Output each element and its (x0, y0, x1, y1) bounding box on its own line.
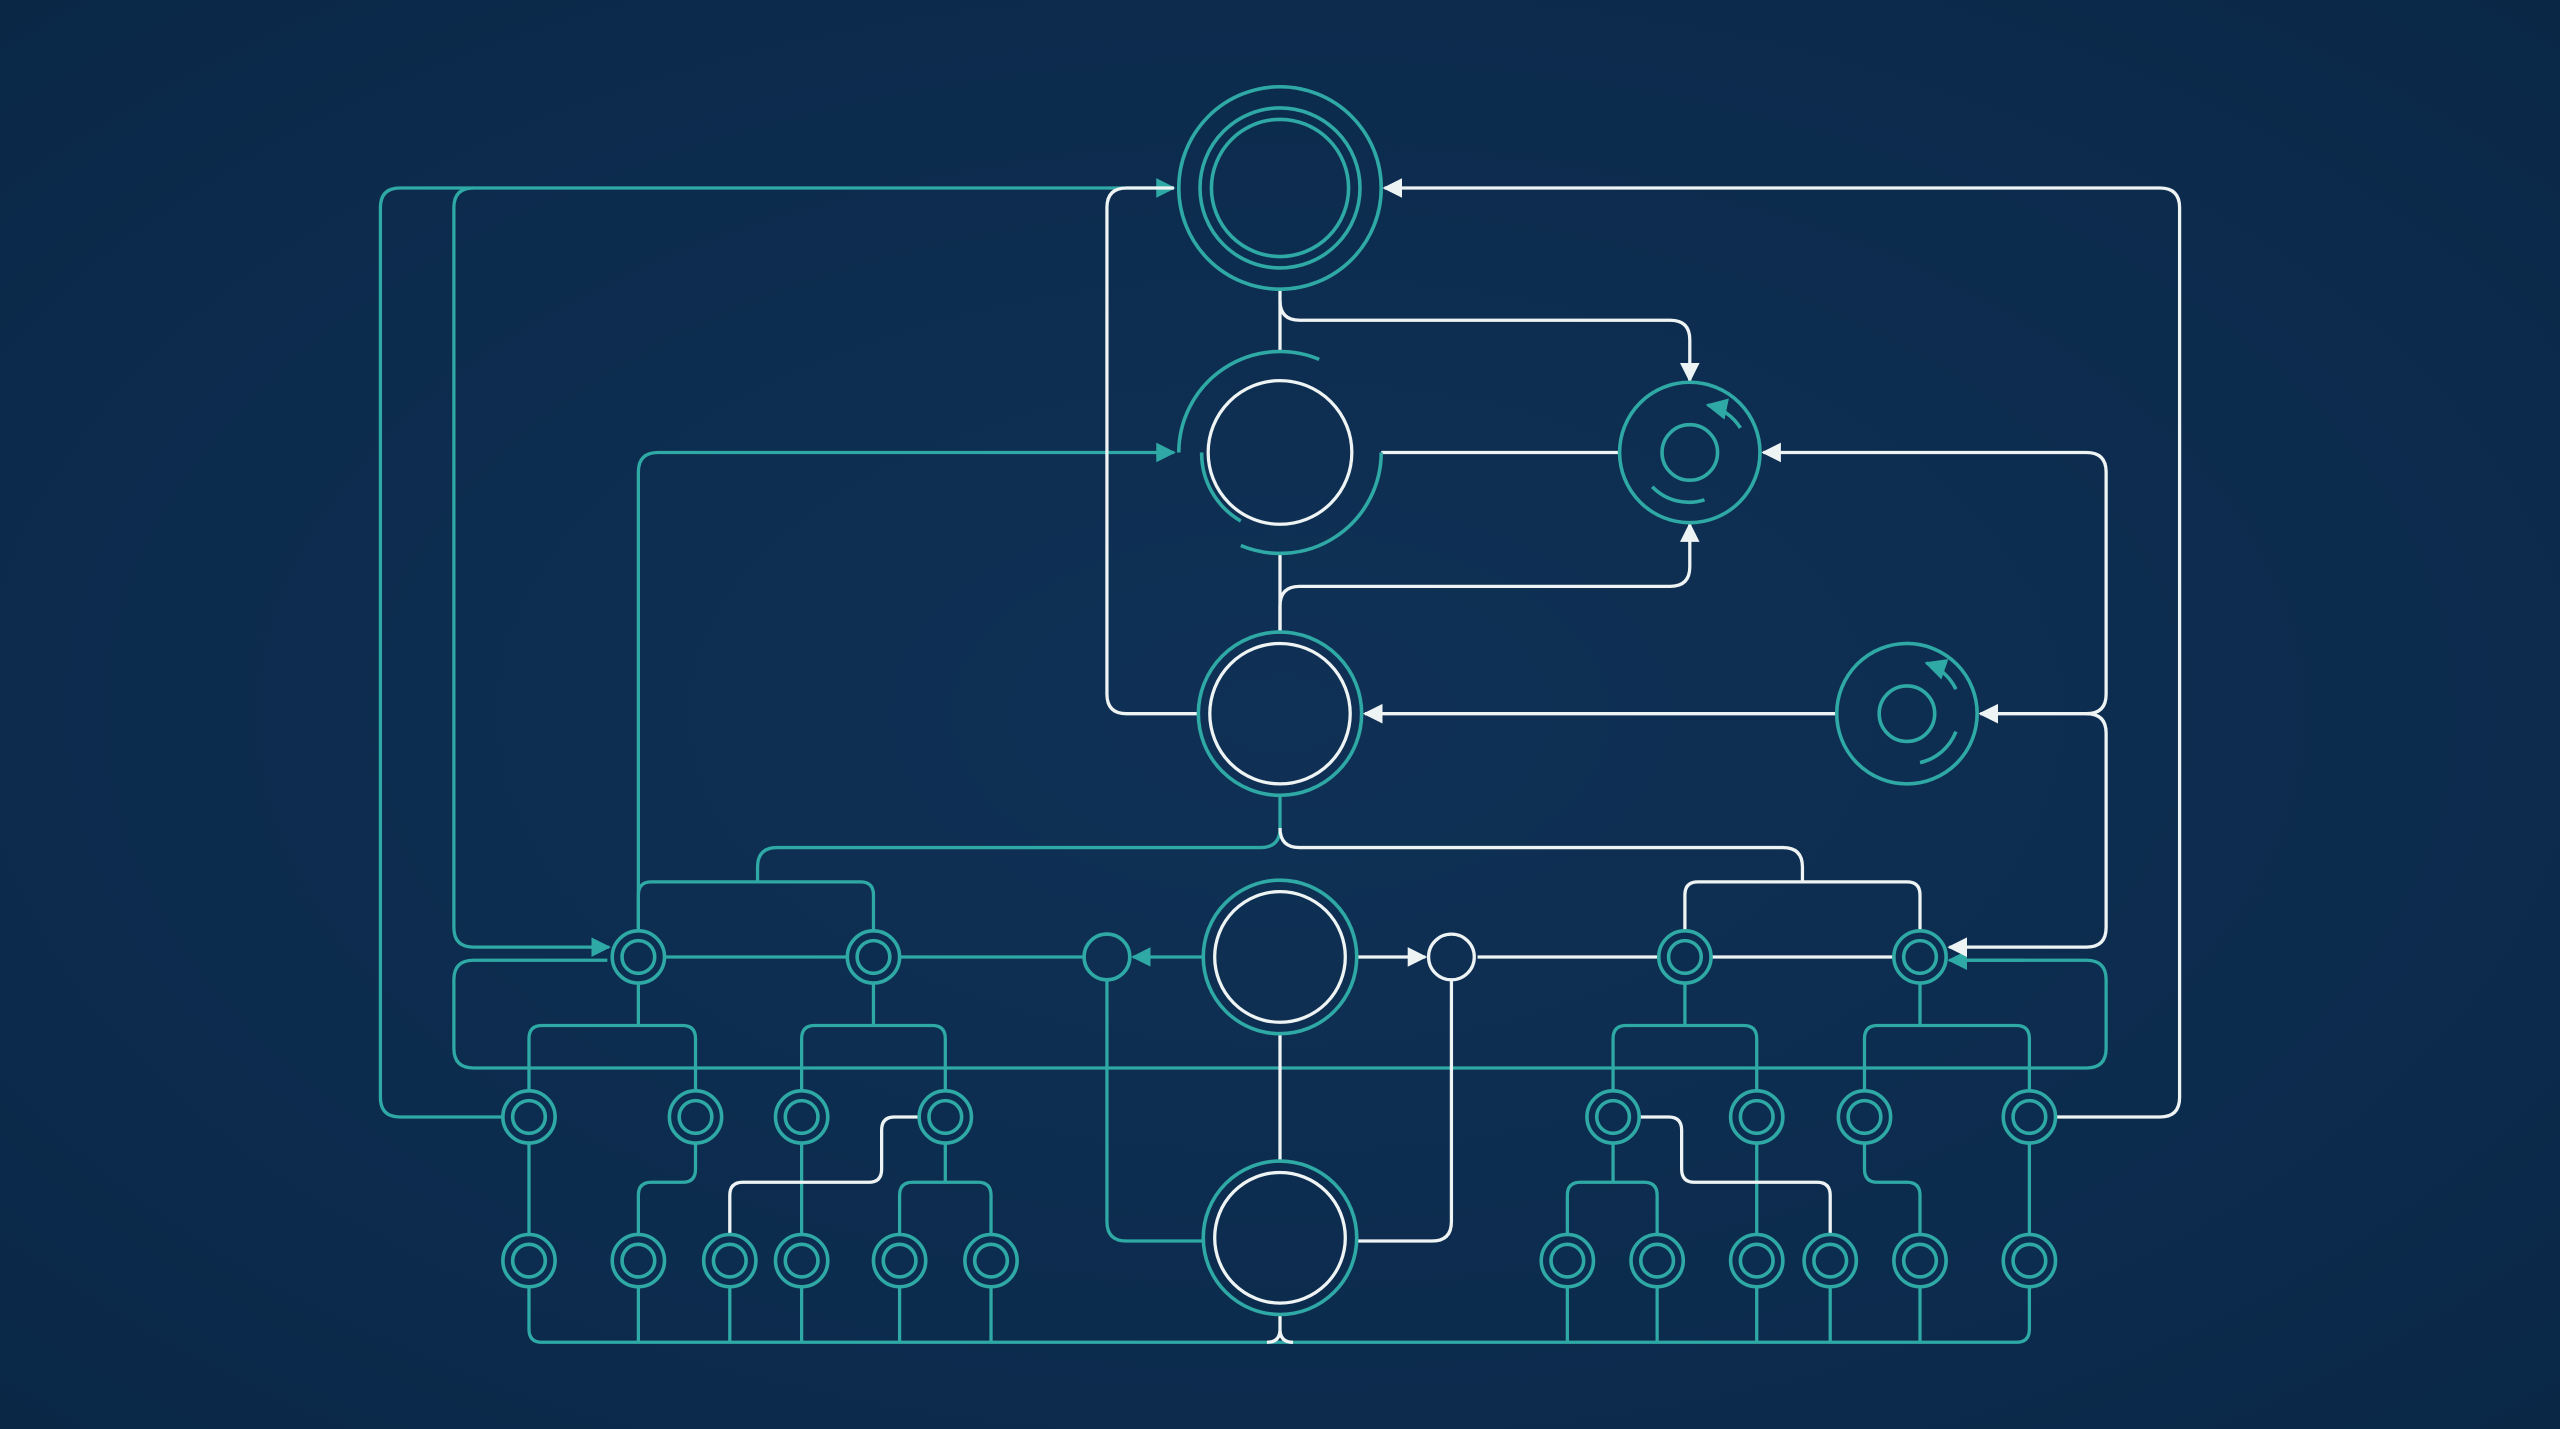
leaf-node (1836, 1089, 1893, 1145)
connector (636, 1286, 1922, 1343)
leaf-node (1585, 1089, 1641, 1145)
connector (1862, 983, 2032, 1091)
leaf-node (1892, 1232, 1948, 1289)
node-level-3 (1196, 630, 1364, 798)
junction-node (1082, 932, 1132, 982)
leaf-node (963, 1232, 1019, 1289)
connector (1947, 712, 2108, 957)
sink-node (1201, 1159, 1359, 1317)
connector (636, 880, 876, 931)
connector (897, 1143, 993, 1235)
junction-node (1426, 932, 1476, 982)
connector (1278, 522, 1700, 633)
connector (1356, 979, 1454, 1243)
leaf-node (667, 1089, 724, 1145)
leaf-nodes (501, 929, 2058, 1289)
leaf-node (1539, 1232, 1596, 1289)
leaf-node (871, 1232, 928, 1289)
connector (1611, 983, 1759, 1091)
connector (800, 983, 947, 1091)
connector (1278, 827, 1805, 882)
major-nodes (1176, 84, 1384, 1317)
connector (452, 207, 611, 957)
connector (728, 1115, 920, 1235)
connector (636, 442, 1176, 931)
leaf-node (1728, 1089, 1785, 1145)
leaf-node (917, 1089, 974, 1145)
refresh-arrow-icon (1924, 659, 1958, 691)
connector (527, 1143, 2032, 1235)
leaf-node (1728, 1232, 1785, 1289)
connector (636, 1143, 698, 1235)
connector (1105, 979, 1204, 1243)
leaf-node (773, 1089, 830, 1145)
leaf-node (1892, 929, 1948, 985)
connector (1278, 300, 1700, 383)
leaf-node (1656, 929, 1713, 985)
connector (1266, 1314, 1294, 1344)
leaf-node (610, 929, 667, 985)
connector (527, 983, 698, 1091)
connector (1862, 1143, 1922, 1235)
connector (1978, 472, 2108, 724)
leaf-node (610, 1232, 667, 1289)
leaf-node (845, 929, 902, 985)
root-node (1176, 84, 1384, 291)
connector (1105, 186, 1199, 716)
connector (755, 795, 1282, 882)
connector (452, 186, 474, 208)
connector (378, 178, 1176, 1119)
connector (1683, 880, 1922, 931)
node-level-4 (1201, 878, 1359, 1036)
node-level-2 (1176, 349, 1384, 556)
connector (1761, 442, 2108, 473)
leaf-node (1629, 1232, 1686, 1289)
leaf-node (2001, 1089, 2058, 1145)
cycle-node (1834, 641, 1979, 786)
leaf-node (701, 1232, 758, 1289)
connectors (378, 178, 2182, 1344)
connector (1639, 1115, 1832, 1235)
bottom-bus (527, 1286, 2032, 1344)
connector (1565, 1143, 1659, 1235)
leaf-node (773, 1232, 830, 1289)
leaf-node (1802, 1232, 1859, 1289)
cycle-node (1617, 380, 1762, 525)
leaf-node (501, 1089, 557, 1145)
connector (1382, 178, 2182, 1119)
leaf-node (501, 1232, 557, 1289)
junction-nodes (1082, 932, 1476, 982)
leaf-node (2001, 1232, 2058, 1289)
refresh-arrow-icon (1705, 398, 1742, 429)
